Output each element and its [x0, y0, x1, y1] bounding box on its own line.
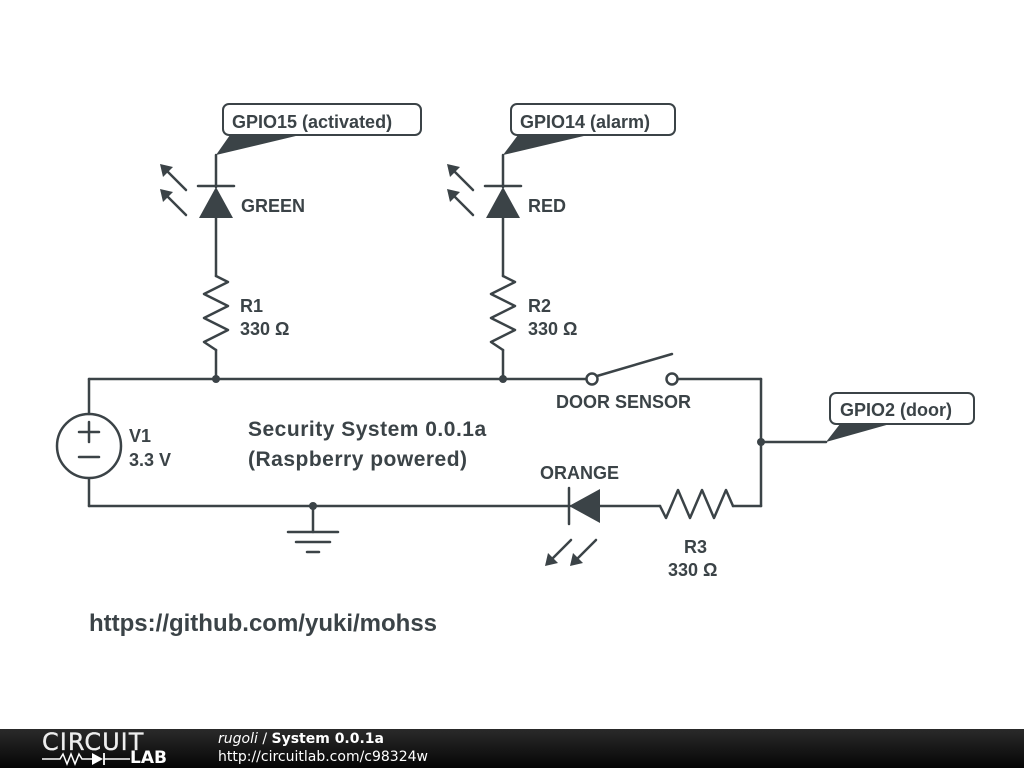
arrow-head-icon [545, 553, 558, 566]
net-label-gpio14: GPIO14 (alarm) [520, 112, 650, 132]
arrow-head-icon [570, 553, 583, 566]
circuit-meta: rugoli / System 0.0.1a http://circuitlab… [218, 730, 428, 766]
circuitlab-logo[interactable]: CIRCUIT LAB [42, 728, 177, 768]
resistor-diode-icon [42, 751, 130, 767]
junction-dot [499, 375, 507, 383]
resistor-r3[interactable] [658, 488, 735, 520]
v1-name: V1 [129, 426, 151, 446]
separator: / [257, 731, 272, 747]
r2-value: 330 Ω [528, 319, 577, 339]
junction-dot [212, 375, 220, 383]
logo-text-lab: LAB [130, 748, 167, 768]
led-green[interactable] [199, 187, 233, 218]
r3-value: 330 Ω [668, 560, 717, 580]
net-label-gpio14-box[interactable] [510, 103, 676, 136]
net-label-gpio14-tail [503, 135, 588, 155]
v1-value: 3.3 V [129, 450, 171, 470]
led-red[interactable] [486, 187, 520, 218]
schematic-canvas: GPIO15 (activated) GPIO14 (alarm) GPIO2 … [55, 103, 975, 637]
author-link[interactable]: rugoli [218, 731, 258, 747]
led-green-label: GREEN [241, 196, 305, 216]
switch-contact-left [585, 372, 599, 386]
r2-name: R2 [528, 296, 551, 316]
switch-label: DOOR SENSOR [556, 392, 691, 412]
logo-text-circuit: CIRCUIT [42, 728, 145, 756]
author-title-line: rugoli / System 0.0.1a [218, 730, 428, 748]
r3-name: R3 [684, 537, 707, 557]
footer-bar: CIRCUIT LAB rugoli / System 0.0.1a http:… [0, 728, 1024, 768]
led-red-label: RED [528, 196, 566, 216]
arrow-head-icon [160, 189, 173, 202]
junction-dot [309, 502, 317, 510]
net-label-gpio15-tail [216, 135, 300, 155]
led-orange[interactable] [569, 489, 600, 523]
led-orange-label: ORANGE [540, 463, 619, 483]
net-label-gpio2: GPIO2 (door) [840, 400, 952, 420]
title-line-1: Security System 0.0.1a [248, 418, 487, 441]
voltage-source-v1[interactable] [55, 412, 123, 480]
resistor-r1[interactable] [202, 274, 230, 352]
arrow-head-icon [160, 164, 173, 177]
resistor-r2[interactable] [489, 274, 517, 352]
switch-lever[interactable] [595, 352, 674, 378]
switch-contact-right [665, 372, 679, 386]
net-label-gpio2-box[interactable] [829, 392, 975, 425]
title-line-2: (Raspberry powered) [248, 448, 468, 471]
net-label-gpio15: GPIO15 (activated) [232, 112, 392, 132]
junction-dot [757, 438, 765, 446]
circuit-url[interactable]: http://circuitlab.com/c98324w [218, 749, 428, 765]
github-link[interactable]: https://github.com/yuki/mohss [89, 610, 437, 637]
net-label-gpio2-tail [826, 424, 890, 442]
arrow-head-icon [447, 189, 460, 202]
r1-value: 330 Ω [240, 319, 289, 339]
r1-name: R1 [240, 296, 263, 316]
net-label-gpio15-box[interactable] [222, 103, 422, 136]
circuit-title[interactable]: System 0.0.1a [271, 731, 385, 747]
arrow-head-icon [447, 164, 460, 177]
